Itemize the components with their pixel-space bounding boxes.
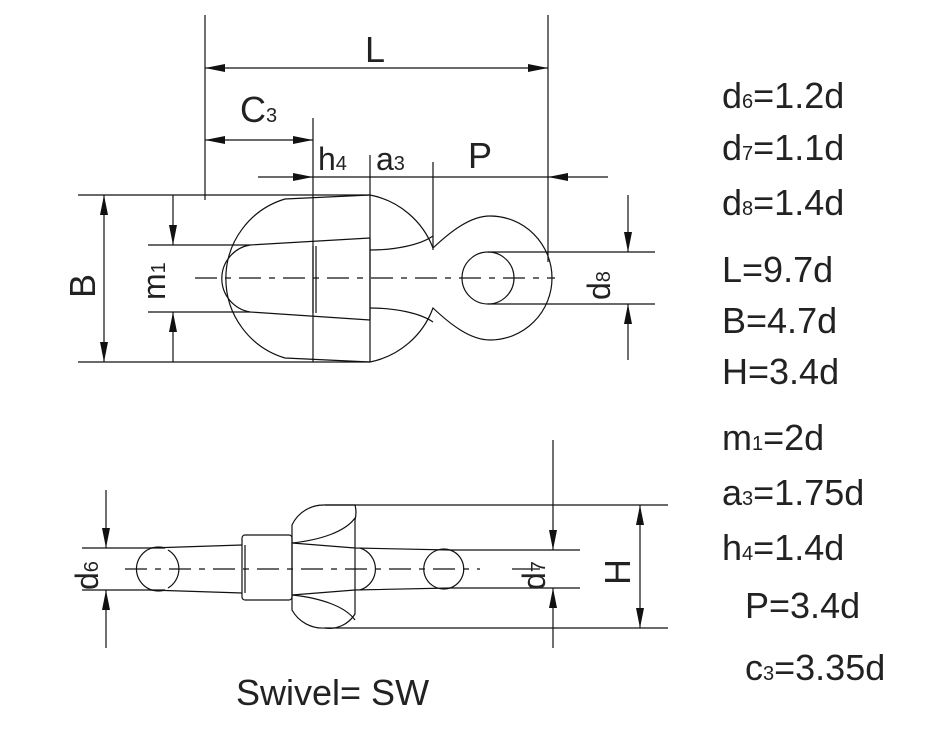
formula-h4: h4=1.4d	[722, 527, 844, 568]
label-h4: h4	[318, 141, 347, 177]
label-d7: d7	[516, 561, 552, 590]
label-m1: m1	[136, 262, 172, 300]
label-d6: d6	[69, 561, 105, 590]
formula-m1: m1=2d	[722, 417, 824, 458]
formula-H: H=3.4d	[722, 351, 839, 392]
label-a3: a3	[376, 141, 405, 177]
label-H: H	[597, 559, 638, 585]
formula-list: d6=1.2d d7=1.1d d8=1.4d L=9.7d B=4.7d H=…	[722, 75, 885, 688]
formula-c3: c3=3.35d	[745, 647, 885, 688]
label-L: L	[365, 29, 385, 70]
formula-L: L=9.7d	[722, 249, 833, 290]
drawing-caption: Swivel= SW	[236, 672, 429, 713]
formula-B: B=4.7d	[722, 300, 837, 341]
formula-a3: a3=1.75d	[722, 472, 864, 513]
side-view: d6 d7 H	[69, 440, 668, 648]
label-d8: d8	[581, 271, 617, 300]
hex-collar	[241, 534, 293, 601]
label-B: B	[62, 274, 103, 298]
formula-d8: d8=1.4d	[722, 182, 844, 223]
formula-d7: d7=1.1d	[722, 127, 844, 168]
formula-P: P=3.4d	[745, 585, 860, 626]
label-P: P	[468, 135, 492, 176]
label-C3: C3	[240, 89, 277, 130]
top-view: L C3 h4 a3 P B m1	[62, 15, 655, 363]
formula-d6: d6=1.2d	[722, 75, 844, 116]
